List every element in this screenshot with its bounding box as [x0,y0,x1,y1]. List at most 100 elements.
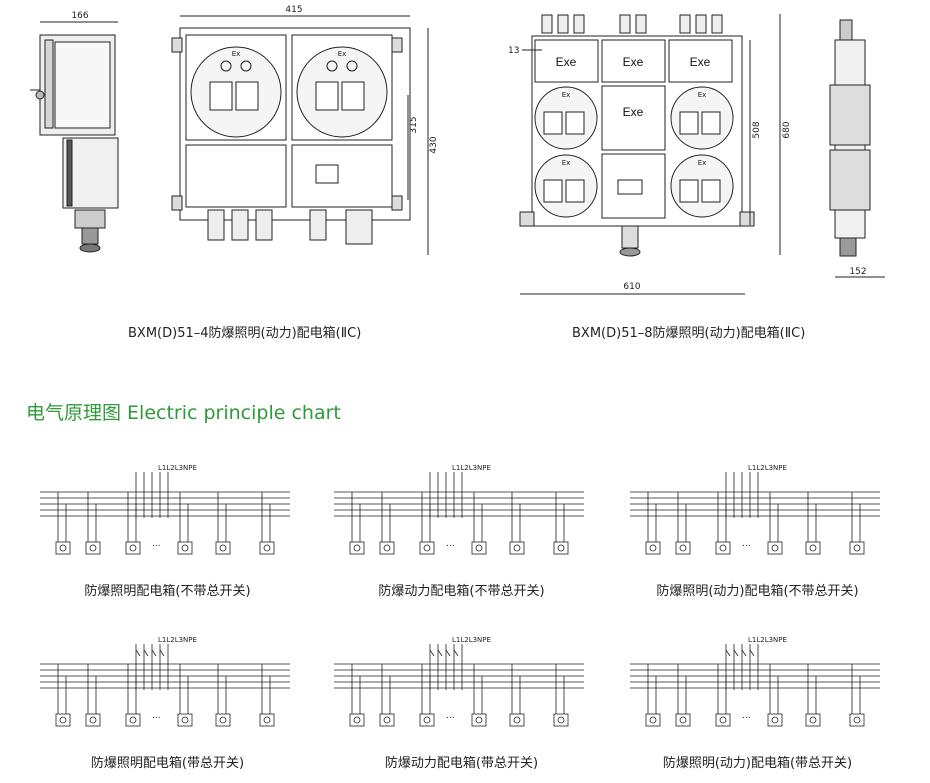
lamp-icon [219,716,227,724]
load-symbol [675,713,691,727]
load-symbol [259,713,275,727]
load-symbol [177,713,193,727]
lamp-icon [181,716,189,724]
load-symbol [471,713,487,727]
ellipsis-mark: ... [152,711,161,721]
dim-inner-height: 508 [752,121,762,138]
schematic-diagram: L1L2L3NPE... [334,636,584,727]
schematic-diagram: L1L2L3NPE... [40,636,290,727]
schematic-diagram: L1L2L3NPE... [40,464,290,555]
load-symbol [379,541,395,555]
lamp-icon [513,544,521,552]
lamp-icon [353,716,361,724]
lamp-icon [263,544,271,552]
schematic-caption: 防爆照明(动力)配电箱(带总开关) [662,756,853,771]
load-symbol [767,541,783,555]
exe-label: Exe [623,55,644,69]
exe-label: Exe [556,55,577,69]
ellipsis-mark: ... [446,539,455,549]
lamp-icon [649,544,657,552]
lamp-icon [263,716,271,724]
left-enclosure-drawing: 166 415 315 430 Ex Ex [30,5,439,255]
load-symbol [509,541,525,555]
load-symbol [215,713,231,727]
lamp-icon [475,544,483,552]
dim-width: 415 [285,5,302,15]
left-side-view [30,34,119,253]
lamp-icon [59,544,67,552]
bus-label: L1L2L3NPE [748,636,787,644]
schematic-caption: 防爆照明配电箱(不带总开关) [84,584,251,599]
bus-label: L1L2L3NPE [748,464,787,472]
schematic-caption: 防爆动力配电箱(不带总开关) [378,584,545,599]
section-title: 电气原理图 Electric principle chart [26,402,341,424]
load-symbol [715,541,731,555]
exe-label: Exe [690,55,711,69]
load-symbol [55,541,71,555]
schematic-caption: 防爆照明配电箱(带总开关) [90,756,245,771]
lamp-icon [679,716,687,724]
right-drawing-caption: BXM(D)51–8防爆照明(动力)配电箱(ⅡC) [572,326,806,341]
schematic-caption: 防爆照明(动力)配电箱(不带总开关) [656,584,859,599]
dim-inner-height: 315 [409,116,419,133]
lamp-icon [557,544,565,552]
main-switch-mark [429,649,435,657]
lamp-icon [475,716,483,724]
lamp-icon [89,716,97,724]
main-switch-mark [749,649,755,657]
load-symbol [419,713,435,727]
lamp-icon [809,716,817,724]
load-symbol [805,541,821,555]
main-switch-mark [725,649,731,657]
bus-label: L1L2L3NPE [452,636,491,644]
dim-depth: 152 [849,267,866,277]
main-switch-mark [151,649,157,657]
load-symbol [849,713,865,727]
lamp-icon [383,544,391,552]
load-symbol [125,713,141,727]
ex-label: Ex [338,50,347,58]
main-switch-mark [733,649,739,657]
load-symbol [805,713,821,727]
left-drawing-caption: BXM(D)51–4防爆照明(动力)配电箱(ⅡC) [128,326,362,341]
load-symbol [85,541,101,555]
lamp-icon [181,544,189,552]
schematic-diagram: L1L2L3NPE... [630,464,880,555]
main-switch-mark [135,649,141,657]
lamp-icon [853,716,861,724]
main-switch-mark [453,649,459,657]
ellipsis-mark: ... [742,539,751,549]
lamp-icon [219,544,227,552]
load-symbol [675,541,691,555]
bus-label: L1L2L3NPE [452,464,491,472]
lamp-icon [679,544,687,552]
dim-height: 680 [782,121,792,138]
load-symbol [553,541,569,555]
load-symbol [349,713,365,727]
right-enclosure-drawing: 13 508 680 610 152 Exe Exe Exe Exe Ex Ex… [508,14,885,295]
dim-offset: 13 [508,46,519,56]
load-symbol [715,713,731,727]
load-symbol [509,713,525,727]
lamp-icon [423,716,431,724]
bus-label: L1L2L3NPE [158,464,197,472]
left-front-view [171,27,411,245]
load-symbol [419,541,435,555]
main-switch-mark [143,649,149,657]
load-symbol [849,541,865,555]
load-symbol [177,541,193,555]
schematic-diagram: L1L2L3NPE... [630,636,880,727]
load-symbol [349,541,365,555]
dim-height: 430 [429,136,439,153]
ex-label: Ex [698,159,707,167]
lamp-icon [89,544,97,552]
schematic-diagram: L1L2L3NPE... [334,464,584,555]
load-symbol [645,713,661,727]
lamp-icon [649,716,657,724]
load-symbol [553,713,569,727]
load-symbol [85,713,101,727]
ellipsis-mark: ... [742,711,751,721]
load-symbol [215,541,231,555]
lamp-icon [129,716,137,724]
load-symbol [767,713,783,727]
